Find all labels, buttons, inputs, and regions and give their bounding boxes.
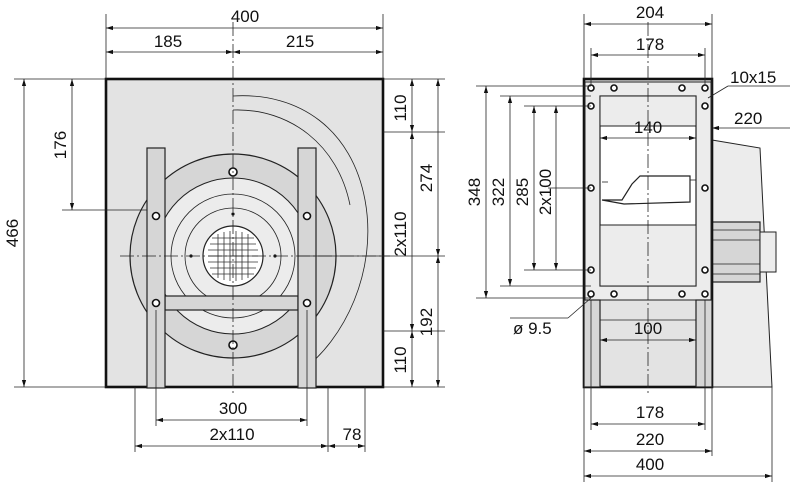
housing-spiral [232,95,369,373]
front-view [104,22,390,395]
motor-body [711,221,761,283]
dim-side-flange: 178 [636,35,664,54]
housing-spiral-inner [232,109,351,206]
dim-front-width: 400 [231,7,259,26]
dim-base-offset: 78 [343,425,362,444]
dim-side-base-total: 400 [636,455,664,474]
dim-side-outlet-offset: 220 [734,109,762,128]
dim-side-base-outer: 220 [636,430,664,449]
dim-side-height-inner: 285 [513,178,532,206]
dim-front-left: 185 [154,32,182,51]
dim-front-upper: 176 [51,131,70,159]
dim-front-right-mid: 274 [417,164,436,192]
dim-base-span: 300 [219,399,247,418]
dim-base-holes: 2x110 [209,425,254,444]
dim-side-slot: 10x15 [730,68,776,87]
dim-side-hole-span: 2x100 [536,169,555,215]
dim-front-right-lower: 192 [417,308,436,336]
dim-side-outlet-width: 140 [634,118,662,137]
dim-side-base-mid: 178 [636,403,664,422]
dim-side-base-inner: 100 [634,319,662,338]
dim-front-right: 215 [286,32,314,51]
dim-front-height: 466 [3,219,22,247]
cross-bar [164,295,299,311]
dim-front-right-top: 110 [391,94,410,121]
dim-side-width: 204 [636,3,664,22]
dim-side-hole-diameter: ø 9.5 [513,319,552,338]
dim-front-right-span: 2x110 [391,211,410,256]
front-dimensions: 400 185 215 466 176 110 2x110 110 274 19… [3,7,445,452]
dim-front-right-bottom: 110 [391,346,410,373]
side-view [582,22,777,395]
dim-side-height-outer: 348 [465,178,484,206]
dim-side-height-holes: 322 [489,178,508,206]
side-dimensions: 204 178 10x15 220 140 348 322 285 2x100 … [465,3,790,482]
